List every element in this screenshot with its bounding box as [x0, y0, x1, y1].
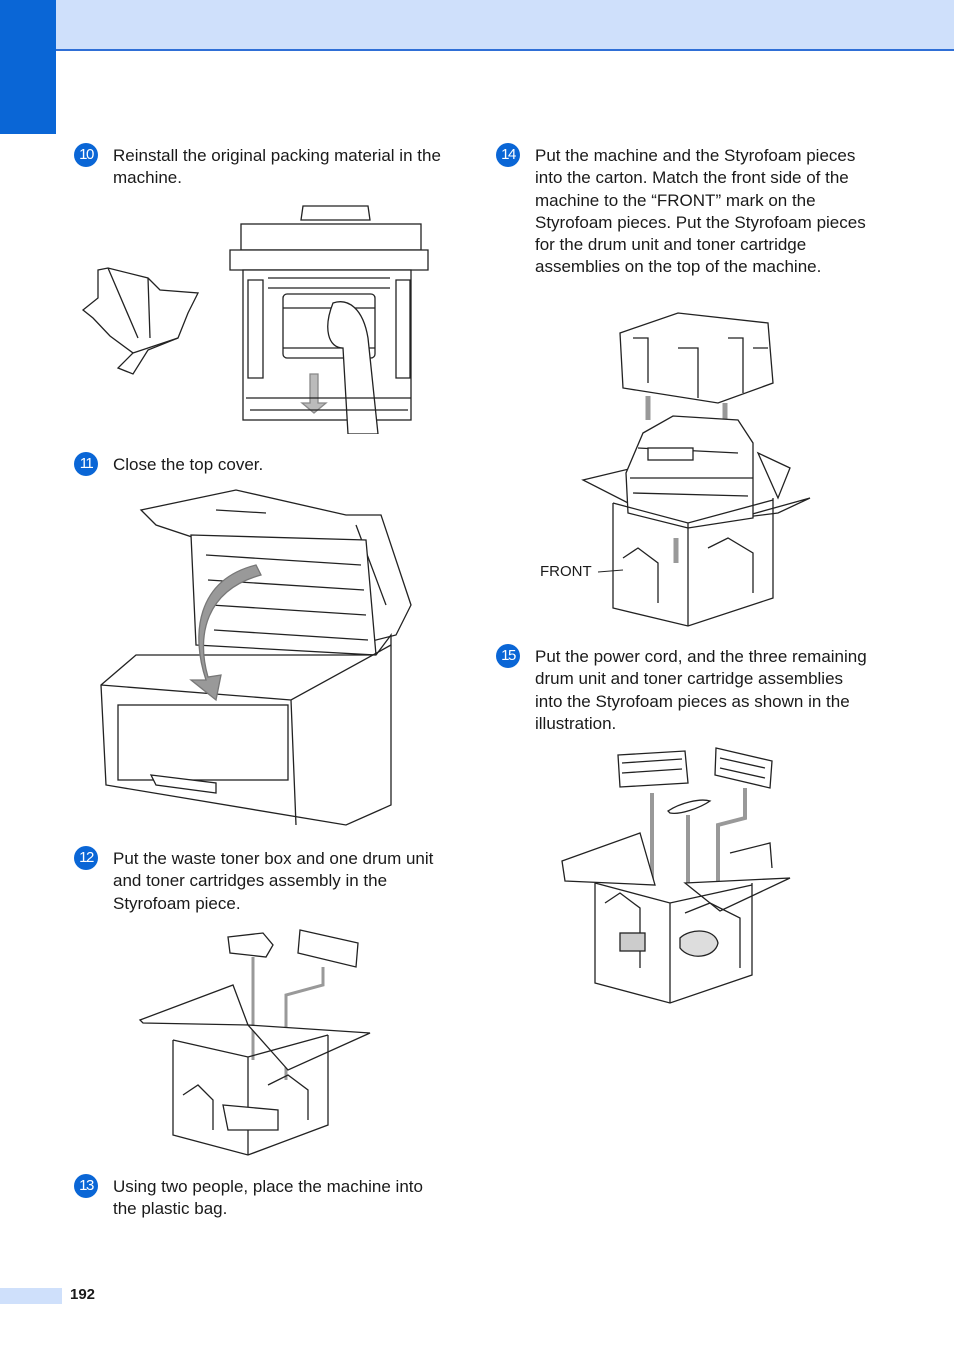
- step-text: Reinstall the original packing material …: [113, 146, 441, 188]
- step-text: Using two people, place the machine into…: [113, 1177, 423, 1219]
- step-number-badge: 12: [74, 846, 98, 870]
- packing-material-illustration: [78, 198, 438, 434]
- step-text: Close the top cover.: [113, 455, 264, 474]
- footer-band: [0, 1288, 62, 1304]
- step-text: Put the waste toner box and one drum uni…: [113, 849, 434, 913]
- step-number-badge: 14: [496, 143, 520, 167]
- step-text: Put the machine and the Styrofoam pieces…: [535, 146, 866, 277]
- page-number: 192: [70, 1286, 96, 1303]
- waste-toner-box-illustration: [138, 925, 372, 1157]
- chapter-tab: [0, 0, 56, 134]
- front-label: FRONT: [540, 563, 592, 580]
- drum-units-into-styrofoam-illustration: [560, 743, 794, 1005]
- close-top-cover-illustration: [96, 485, 418, 830]
- step-number-badge: 11: [74, 452, 98, 476]
- step-text: Put the power cord, and the three remain…: [535, 647, 867, 733]
- header-band: [0, 0, 954, 51]
- step-number-badge: 15: [496, 644, 520, 668]
- machine-into-carton-illustration: [578, 308, 814, 628]
- step-number-badge: 13: [74, 1174, 98, 1198]
- step-number-badge: 10: [74, 143, 98, 167]
